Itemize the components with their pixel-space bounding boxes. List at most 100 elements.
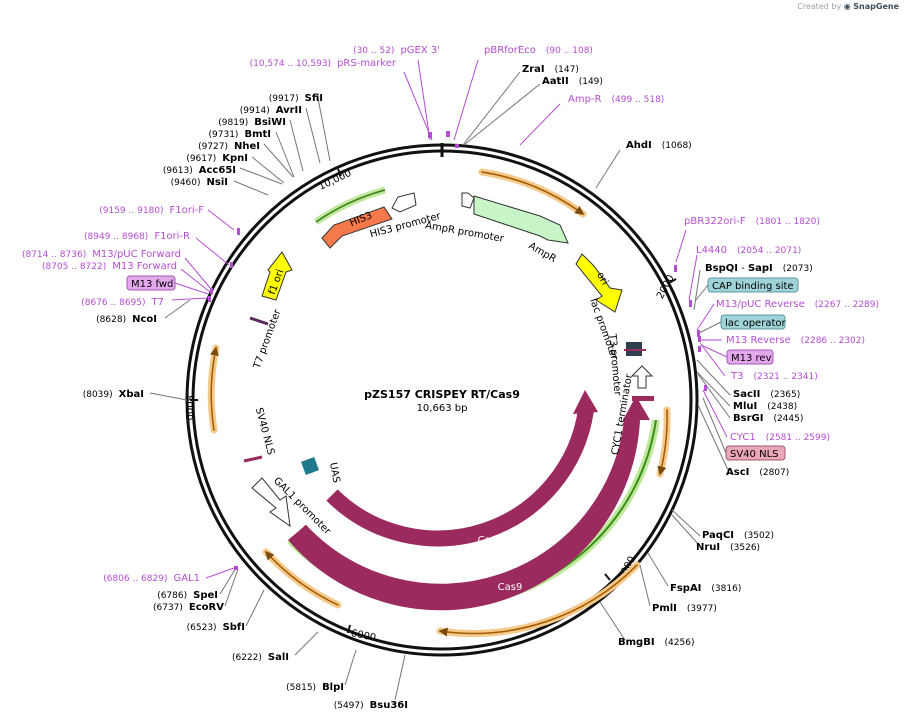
primer-l4440: L4440	[696, 245, 727, 256]
svg-text:(10,574 .. 10,593)pRS-marker: (10,574 .. 10,593)pRS-marker	[250, 58, 397, 69]
gal1-promoter-arrow	[251, 477, 291, 528]
svg-text:(30 .. 52)pGEX 3': (30 .. 52)pGEX 3'	[353, 45, 440, 56]
svg-text:(8949 .. 8968)F1ori-R: (8949 .. 8968)F1ori-R	[84, 231, 190, 242]
enzyme-nrui: NruI	[696, 542, 720, 553]
cas9-outer-arc	[294, 419, 640, 600]
primer-m13-puc-forward: M13/pUC Forward	[92, 249, 181, 260]
f1-ori-arrow	[261, 251, 293, 301]
ampr-label: AmpR	[527, 241, 558, 265]
enzyme-bsu36i: Bsu36I	[370, 700, 408, 711]
cas9-inner-arc	[326, 408, 594, 547]
ampr-arrow	[473, 195, 569, 244]
svg-text:PaqCI(3502): PaqCI(3502)	[702, 530, 774, 541]
primer-prs-marker: pRS-marker	[337, 58, 397, 69]
svg-text:CYC1(2581 .. 2599): CYC1(2581 .. 2599)	[730, 432, 830, 443]
svg-text:PmlI(3977): PmlI(3977)	[652, 603, 717, 614]
tick-10000: 10,000	[317, 168, 353, 193]
enzyme-bsrgi: BsrGI	[733, 413, 763, 424]
tick-6000: 6000	[350, 628, 377, 644]
enzyme-pmli: PmlI	[652, 603, 677, 614]
sv40-nls-marker-right	[632, 396, 654, 401]
enzyme-paqci: PaqCI	[702, 530, 734, 541]
plasmid-name: pZS157 CRISPEY RT/Cas9	[364, 388, 520, 401]
cas9-outer-arrowhead	[623, 396, 650, 420]
enzyme-nhei: NheI	[234, 141, 260, 152]
m13-rev-label: M13 rev	[731, 353, 772, 364]
svg-text:(8039)XbaI: (8039)XbaI	[83, 389, 144, 400]
svg-text:(9819)BsiWI: (9819)BsiWI	[218, 117, 286, 128]
primer-labels: (30 .. 52)pGEX 3' (10,574 .. 10,593)pRS-…	[22, 45, 879, 584]
enzyme-acc65i: Acc65I	[199, 165, 236, 176]
enzyme-ncoi: NcoI	[132, 314, 157, 325]
enzyme-blpi: BlpI	[322, 682, 344, 693]
enzyme-xbai: XbaI	[119, 389, 144, 400]
primer-m13-reverse: M13 Reverse	[726, 335, 791, 346]
svg-text:Amp-R(499 .. 518): Amp-R(499 .. 518)	[568, 94, 664, 105]
primer-gal1: GAL1	[173, 573, 200, 584]
snapgene-logo: ◉	[843, 2, 851, 11]
svg-text:SacII(2365): SacII(2365)	[733, 389, 800, 400]
uas-block	[301, 457, 319, 475]
enzyme-sfii: SfiI	[305, 93, 323, 104]
primer-cyc1: CYC1	[730, 432, 756, 443]
his3-arrow	[321, 206, 393, 249]
svg-text:(9731)BmtI: (9731)BmtI	[209, 129, 271, 140]
svg-text:pBRforEco(90 .. 108): pBRforEco(90 .. 108)	[484, 45, 593, 56]
svg-text:(8676 .. 8695)T7: (8676 .. 8695)T7	[81, 297, 164, 308]
svg-text:pBR322ori-F(1801 .. 1820): pBR322ori-F(1801 .. 1820)	[684, 216, 820, 227]
svg-text:(8714 .. 8736)M13/pUC Forward: (8714 .. 8736)M13/pUC Forward	[22, 249, 181, 260]
svg-text:L4440(2054 .. 2071): L4440(2054 .. 2071)	[696, 245, 801, 256]
sv40-nls-marker-left	[243, 455, 263, 463]
svg-text:ZraI(147): ZraI(147)	[522, 64, 579, 75]
svg-text:(9159 .. 9180)F1ori-F: (9159 .. 9180)F1ori-F	[99, 205, 204, 216]
primer-m13-puc-reverse: M13/pUC Reverse	[716, 299, 805, 310]
svg-text:(9727)NheI: (9727)NheI	[198, 141, 260, 152]
primer-pgex3: pGEX 3'	[400, 45, 440, 56]
cas9-outer-label: Cas9	[498, 582, 523, 593]
svg-text:M13 Reverse(2286 .. 2302): M13 Reverse(2286 .. 2302)	[726, 335, 865, 346]
his3-orf-arc	[315, 189, 386, 223]
svg-text:(5815)BlpI: (5815)BlpI	[286, 682, 344, 693]
m13-fwd-label: M13 fwd	[131, 279, 173, 290]
svg-text:(8705 .. 8722)M13 Forward: (8705 .. 8722)M13 Forward	[42, 261, 177, 272]
primer-site-markers	[208, 131, 707, 570]
ampr-promoter-label: AmpR promoter	[424, 220, 505, 245]
svg-text:(6786)SpeI: (6786)SpeI	[157, 590, 218, 601]
enzyme-spei: SpeI	[193, 590, 218, 601]
enzyme-sapi: SapI	[748, 263, 773, 274]
svg-text:BmgBI(4256): BmgBI(4256)	[618, 637, 694, 648]
enzyme-zrai: ZraI	[522, 64, 545, 75]
svg-text:(9613)Acc65I: (9613)Acc65I	[163, 165, 236, 176]
enzyme-sbfi: SbfI	[223, 622, 245, 633]
cas9-inner-label: Cas9	[478, 535, 503, 546]
svg-text:AscI(2807): AscI(2807)	[726, 467, 789, 478]
snapgene-watermark: Created by ◉ SnapGene	[797, 2, 899, 11]
sv40-nls-label: SV40 NLS	[253, 407, 276, 457]
enzyme-mlui: MluI	[733, 401, 757, 412]
enzyme-bsiwi: BsiWI	[254, 117, 286, 128]
t7-promoter-marker	[249, 316, 269, 326]
enzyme-labels: ZraI(147) AatII(149) AhdI(1068) BspQI - …	[83, 64, 813, 711]
primer-t3: T3	[730, 371, 743, 382]
ring-ticks	[190, 168, 677, 634]
svg-text:M13/pUC Reverse(2267 .. 2289): M13/pUC Reverse(2267 .. 2289)	[716, 299, 879, 310]
enzyme-aatii: AatII	[542, 76, 569, 87]
cap-binding-site-label: CAP binding site	[712, 281, 794, 292]
svg-text:BsrGI(2445): BsrGI(2445)	[733, 413, 803, 424]
enzyme-sali: SalI	[268, 652, 289, 663]
plasmid-size: 10,663 bp	[417, 403, 468, 414]
svg-text:(9617)KpnI: (9617)KpnI	[186, 153, 248, 164]
t3-promoter-label: T3 promoter	[606, 332, 623, 397]
lac-operator-label: lac operator	[725, 318, 786, 329]
enzyme-asci: AscI	[726, 467, 749, 478]
svg-text:NruI(3526): NruI(3526)	[696, 542, 760, 553]
svg-text:BspQI - SapI(2073): BspQI - SapI(2073)	[705, 263, 813, 274]
enzyme-fspai: FspAI	[670, 583, 701, 594]
his3-promoter-arrow	[391, 192, 417, 213]
boxed-labels: CAP binding site lac operator M13 rev SV…	[126, 275, 799, 461]
enzyme-ecorv: EcoRV	[189, 602, 224, 613]
enzyme-sacii: SacII	[733, 389, 760, 400]
svg-text:AatII(149): AatII(149)	[542, 76, 603, 87]
svg-text:(8628)NcoI: (8628)NcoI	[96, 314, 157, 325]
